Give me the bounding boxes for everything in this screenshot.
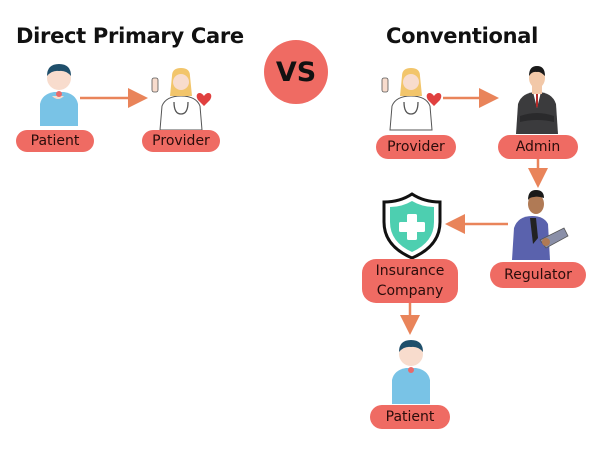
conv-regulator-label: Regulator <box>490 262 586 288</box>
patient-icon <box>392 340 430 404</box>
admin-businessman-icon <box>516 66 558 134</box>
vs-badge: VS <box>264 40 328 104</box>
patient-icon <box>40 64 78 126</box>
conv-patient-label: Patient <box>370 405 450 429</box>
conventional-title: Conventional <box>386 24 539 48</box>
insurance-shield-icon <box>382 192 442 260</box>
dpc-title: Direct Primary Care <box>16 24 244 48</box>
conv-insurance-label: Insurance Company <box>362 259 458 303</box>
dpc-provider-label: Provider <box>142 130 220 152</box>
conv-admin-label: Admin <box>498 135 578 159</box>
provider-doctor-icon <box>151 68 212 131</box>
conv-provider-label: Provider <box>376 135 456 159</box>
provider-doctor-icon <box>381 68 442 131</box>
regulator-reading-icon <box>512 190 569 260</box>
dpc-patient-label: Patient <box>16 130 94 152</box>
